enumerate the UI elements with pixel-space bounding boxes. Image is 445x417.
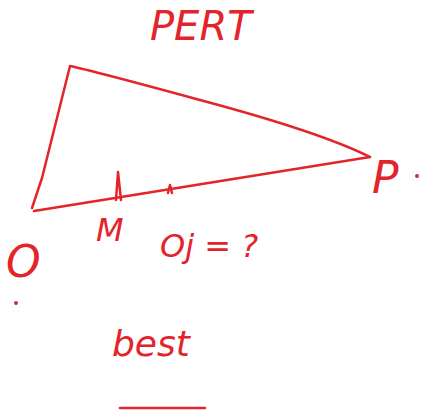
underline: [120, 407, 205, 410]
pessimistic-label: P: [372, 156, 399, 200]
optimistic-label: O: [6, 240, 41, 284]
mode-label: M: [96, 214, 124, 246]
dot: [415, 174, 419, 178]
range-baseline: [34, 157, 370, 211]
tick-mark: [168, 185, 172, 193]
title-text: PERT: [150, 6, 252, 46]
question-note: Oj = ?: [160, 230, 258, 262]
dot: [14, 301, 18, 305]
note-text: best: [112, 326, 190, 362]
tick-mark: [116, 172, 121, 200]
distribution-curve: [32, 66, 370, 208]
